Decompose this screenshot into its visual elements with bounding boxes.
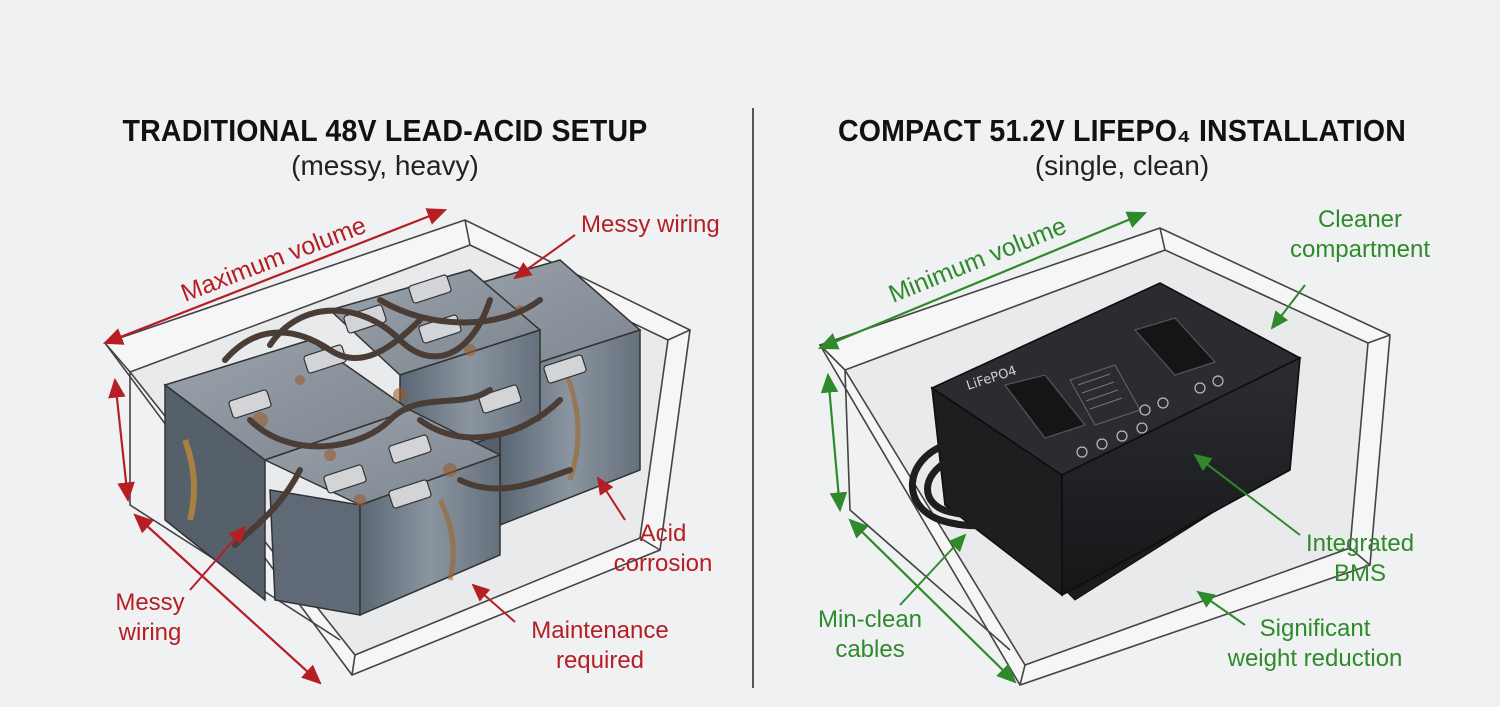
- messy-wiring-top-annotation: Messy wiring: [581, 211, 720, 238]
- certification-marks: [1076, 375, 1224, 458]
- min-clean-cables-annotation: Min-clean cables: [817, 606, 923, 663]
- acid-corrosion-annotation: Acid corrosion: [613, 520, 713, 577]
- left-dimension-arrows: [102, 208, 448, 685]
- right-subtitle: (single, clean): [1034, 150, 1210, 181]
- integrated-bms-annotation: Integrated BMS: [1305, 530, 1415, 587]
- messy-wiring-left-annotation: Messy wiring: [115, 589, 185, 646]
- right-title: COMPACT 51.2V LIFEPO₄ INSTALLATION: [837, 113, 1407, 148]
- left-annotation-arrows: [189, 234, 626, 623]
- left-subtitle: (messy, heavy): [291, 150, 479, 181]
- maintenance-annotation: Maintenance required: [531, 617, 669, 674]
- panel-divider: [752, 108, 754, 688]
- label-lines: [1077, 373, 1123, 410]
- lifepo4-battery: LiFePO4: [909, 282, 1302, 601]
- weight-reduction-annotation: Significant weight reduction: [1227, 615, 1403, 672]
- right-annotation-arrows: [899, 284, 1306, 626]
- cleaner-compartment-annotation: Cleaner compartment: [1289, 206, 1431, 263]
- right-dimension-arrows: [817, 211, 1148, 684]
- left-title: TRADITIONAL 48V LEAD-ACID SETUP: [122, 113, 648, 148]
- rust-patches: [252, 305, 525, 506]
